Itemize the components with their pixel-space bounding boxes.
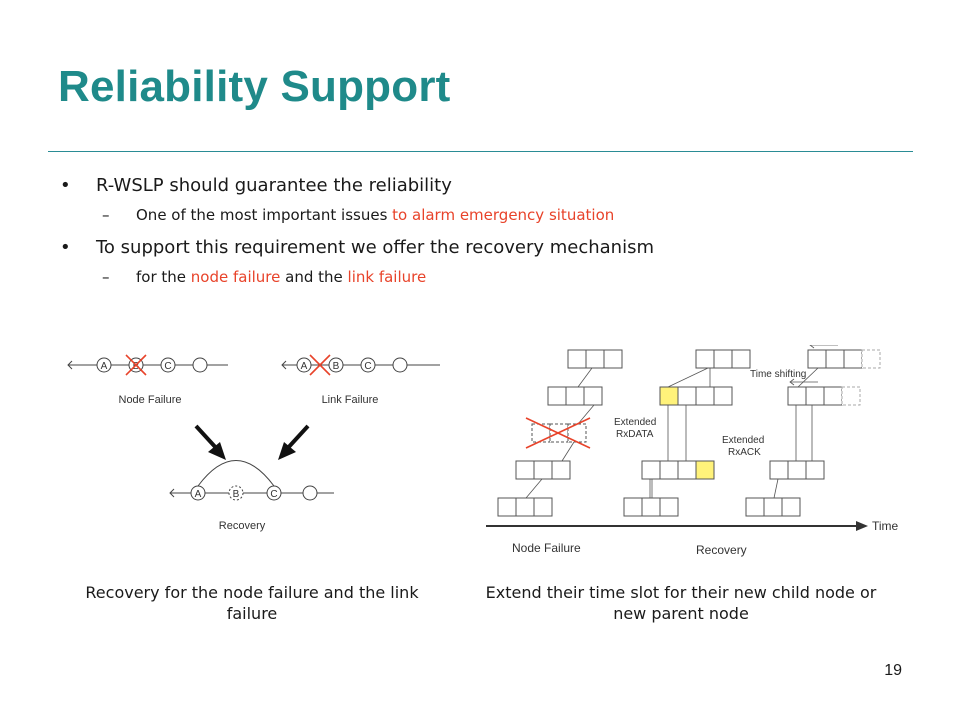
node-failure-label: Node Failure	[119, 394, 182, 406]
extended-rxack-label: Extended	[722, 435, 764, 446]
node-b-label: B	[333, 361, 340, 372]
down-right-arrow-icon	[194, 424, 220, 452]
bullet-dot: •	[60, 237, 71, 258]
sub-bullet-item: – One of the most important issues to al…	[60, 200, 920, 230]
node-failure-label: Node Failure	[512, 541, 581, 555]
highlight-text: node failure	[190, 268, 281, 286]
time-slot-diagram: Extended RxDATA Extended RxACK Time shif…	[486, 345, 899, 557]
bullet-text: To support this requirement we offer the…	[96, 237, 654, 258]
bullet-item: • R-WSLP should guarantee the reliabilit…	[60, 172, 920, 200]
time-axis-label: Time	[872, 519, 899, 533]
right-figure-caption: Extend their time slot for their new chi…	[485, 583, 877, 623]
node-a-label: A	[101, 361, 108, 372]
sub-bullet-dash: –	[102, 206, 110, 224]
sub-bullet-text: One of the most important issues	[136, 206, 393, 224]
node-c-label: C	[364, 361, 371, 372]
recovery-label: Recovery	[696, 543, 747, 557]
sub-bullet-item: – for the node failure and the link fail…	[60, 262, 920, 292]
page-number: 19	[884, 662, 902, 679]
down-left-arrow-icon	[284, 424, 310, 452]
node-c-label: C	[164, 361, 171, 372]
bullet-item: • To support this requirement we offer t…	[60, 234, 920, 262]
node-b-label: B	[233, 489, 240, 500]
recovery-label: Recovery	[219, 520, 266, 532]
extended-rxack-label: RxACK	[728, 447, 761, 458]
left-figure-caption: Recovery for the node failure and the li…	[85, 583, 419, 623]
highlight-text: to alarm emergency situation	[392, 206, 615, 224]
extended-rxdata-label: Extended	[614, 417, 656, 428]
node-a-label: A	[195, 489, 202, 500]
node-c-label: C	[270, 489, 277, 500]
node-b-label: B	[133, 361, 140, 372]
bullet-text: R-WSLP should guarantee the reliability	[96, 175, 452, 196]
sub-bullet-text: and the	[280, 268, 348, 286]
slide-title: Reliability Support	[58, 62, 451, 111]
extended-rxdata-label: RxDATA	[616, 429, 654, 440]
node-a-label: A	[301, 361, 308, 372]
title-divider	[48, 151, 913, 152]
sub-bullet-dash: –	[102, 268, 110, 286]
time-shifting-label: Time shifting	[750, 369, 806, 380]
recovery-diagram: A B C A B C A B C Node Failure Link Fail…	[67, 354, 440, 532]
bullet-list: • R-WSLP should guarantee the reliabilit…	[60, 172, 920, 292]
highlight-text: link failure	[347, 268, 427, 286]
sub-bullet-text: for the	[136, 268, 191, 286]
link-failure-label: Link Failure	[322, 394, 379, 406]
bullet-dot: •	[60, 175, 71, 196]
